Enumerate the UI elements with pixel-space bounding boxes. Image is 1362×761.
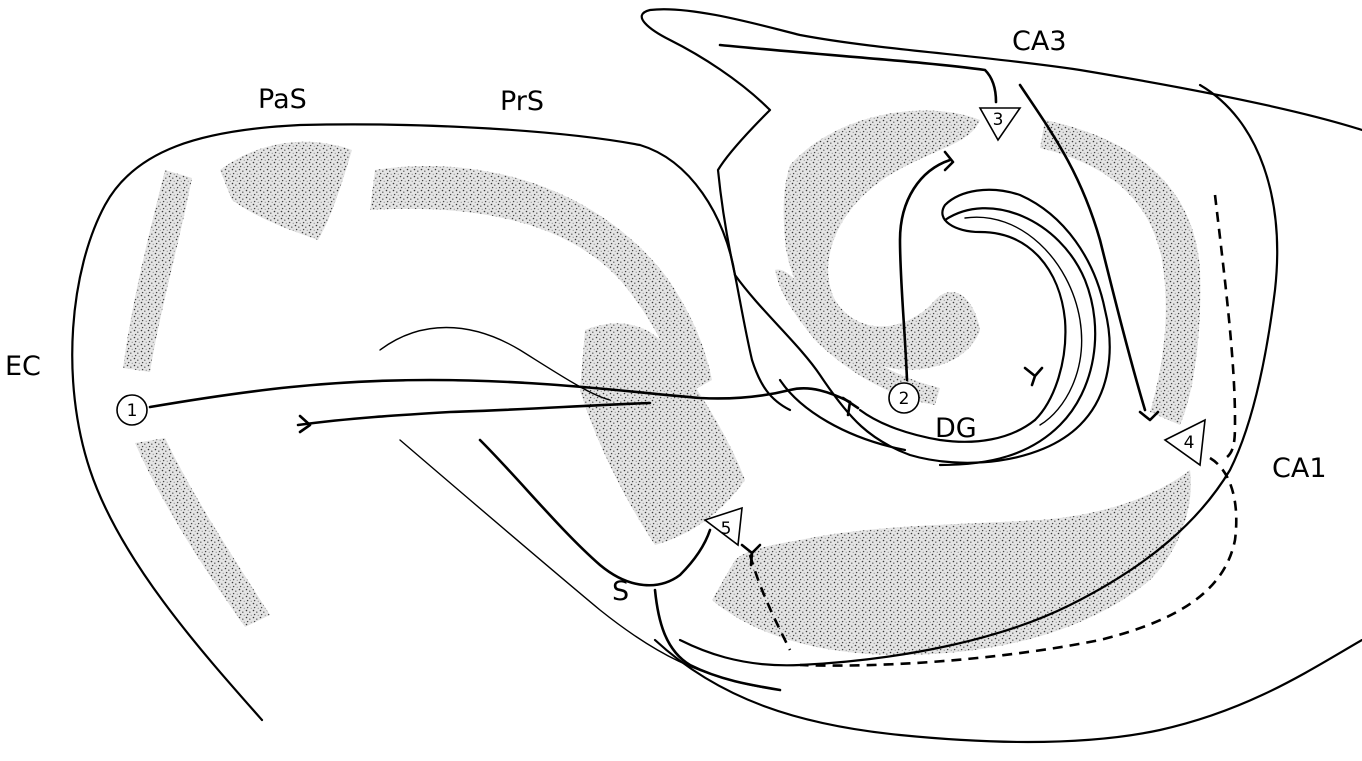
marker-1: 1 xyxy=(117,395,147,425)
marker-4: 4 xyxy=(1165,420,1205,465)
ca3-stem-line xyxy=(735,275,790,410)
label-s: S xyxy=(612,576,629,607)
label-prs: PrS xyxy=(500,86,544,117)
ca3-to-ca1-terminal xyxy=(1140,412,1158,420)
marker-4-label: 4 xyxy=(1184,433,1195,453)
dentate-gyrus-inner-fold xyxy=(780,380,905,450)
ec-layer-upper xyxy=(123,170,192,372)
dg-terminal xyxy=(1025,368,1042,385)
marker-2-label: 2 xyxy=(899,389,910,409)
marker-5-label: 5 xyxy=(721,519,732,539)
hippocampal-fissure xyxy=(380,328,610,401)
label-ca3: CA3 xyxy=(1012,26,1067,57)
label-pas: PaS xyxy=(258,84,307,115)
ca1-layer-upper xyxy=(1040,120,1200,425)
marker-3-label: 3 xyxy=(993,110,1004,130)
ca1-association-path xyxy=(1215,195,1235,460)
parasubiculum-layer xyxy=(220,142,352,240)
ca1-layer-lower xyxy=(712,470,1191,655)
label-dg: DG xyxy=(935,413,977,444)
subiculum-layer xyxy=(580,323,745,545)
ec-layer-lower xyxy=(135,438,270,627)
perforant-path-terminal xyxy=(843,398,858,415)
marker-1-label: 1 xyxy=(127,401,138,421)
marker-3: 3 xyxy=(980,108,1020,140)
label-ec: EC xyxy=(5,351,41,382)
perforant-path xyxy=(150,380,850,407)
marker-2: 2 xyxy=(889,383,919,413)
schaffer-collateral-path xyxy=(720,45,996,102)
cell-layers xyxy=(123,110,1200,655)
label-ca1: CA1 xyxy=(1272,453,1327,484)
